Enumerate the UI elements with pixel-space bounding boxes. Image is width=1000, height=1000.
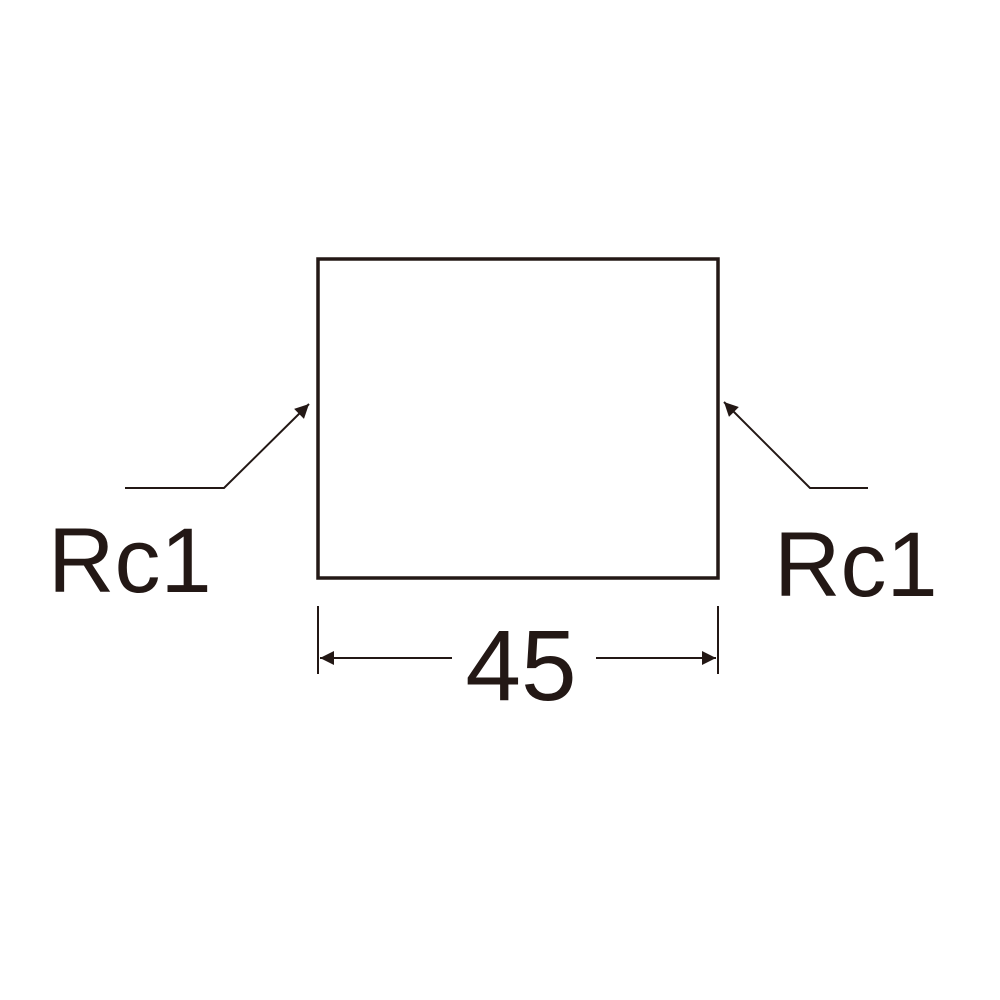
left-leader-line [125, 403, 310, 489]
left-thread-label: Rc1 [48, 510, 212, 612]
fitting-body-outline [316, 257, 720, 580]
right-leader-line [723, 401, 868, 489]
width-dimension-label: 45 [465, 610, 576, 722]
right-thread-label: Rc1 [774, 514, 938, 616]
